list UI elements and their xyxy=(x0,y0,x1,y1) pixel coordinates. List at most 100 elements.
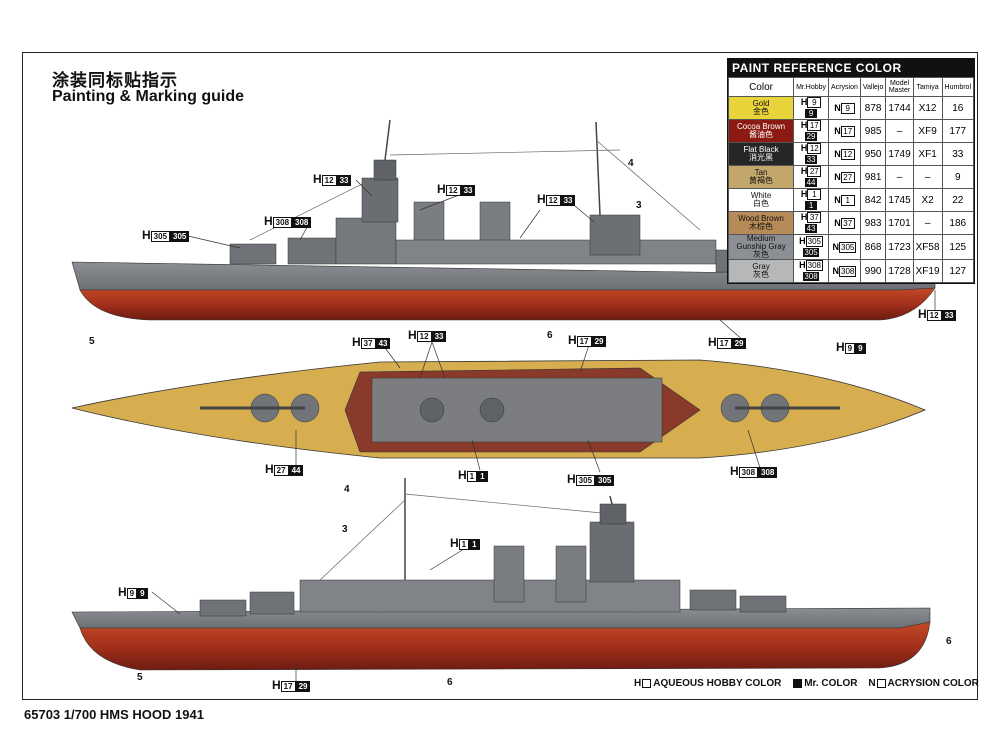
humbrol-code: 127 xyxy=(941,259,975,283)
model-master-code: – xyxy=(885,165,914,189)
vallejo-code: 990 xyxy=(859,259,887,283)
humbrol-code: 125 xyxy=(941,234,975,260)
part-number: 3 xyxy=(342,524,348,535)
model-master-code: 1723 xyxy=(885,234,914,260)
humbrol-code: 177 xyxy=(941,119,975,143)
color-name: Gray xyxy=(752,262,770,271)
part-number: 4 xyxy=(628,158,634,169)
col-header: Vallejo xyxy=(859,77,887,97)
model-master-code: 1744 xyxy=(885,96,914,120)
humbrol-code: 16 xyxy=(941,96,975,120)
tamiya-code: – xyxy=(912,211,943,235)
col-header: Acrysion xyxy=(828,77,861,97)
color-name-cn: 金色 xyxy=(753,107,770,116)
vallejo-code: 950 xyxy=(859,142,887,166)
color-name-cn: 灰色 xyxy=(753,250,770,259)
model-master-code: – xyxy=(885,119,914,143)
color-name: Flat Black xyxy=(743,145,779,154)
color-name: Medium Gunship Gray xyxy=(736,234,786,251)
legend-aqueous: AQUEOUS HOBBY COLOR xyxy=(653,678,782,689)
part-number: 4 xyxy=(344,484,350,495)
vallejo-code: 878 xyxy=(859,96,887,120)
side-view-port xyxy=(71,478,931,671)
product-footer: 65703 1/700 HMS HOOD 1941 xyxy=(24,707,204,722)
color-name: Wood Brown xyxy=(738,214,784,223)
color-name-cn: 酱油色 xyxy=(749,130,774,139)
col-header: Humbrol xyxy=(941,77,975,97)
paint-reference-table: PAINT REFERENCE COLOR Color Mr.Hobby Acr… xyxy=(727,58,975,284)
legend-acrysion: ACRYSION COLOR xyxy=(887,678,979,689)
part-number: 6 xyxy=(547,330,553,341)
page-title-chinese: 涂装同标贴指示 xyxy=(52,71,178,91)
color-name-cn: 灰色 xyxy=(753,270,770,279)
tamiya-code: XF1 xyxy=(912,142,943,166)
humbrol-code: 186 xyxy=(941,211,975,235)
color-name-cn: 白色 xyxy=(753,199,770,208)
col-header: Tamiya xyxy=(912,77,943,97)
color-name-cn: 消光黑 xyxy=(749,153,774,162)
color-name-cn: 黄褐色 xyxy=(749,176,774,185)
vallejo-code: 842 xyxy=(859,188,887,212)
tamiya-code: – xyxy=(912,165,943,189)
page-title: Painting & Marking guide xyxy=(52,88,245,105)
part-number: 3 xyxy=(636,200,642,211)
model-master-code: 1728 xyxy=(885,259,914,283)
vallejo-code: 983 xyxy=(859,211,887,235)
color-name: White xyxy=(750,191,772,200)
part-number: 6 xyxy=(447,677,453,688)
vallejo-code: 868 xyxy=(859,234,887,260)
vallejo-code: 985 xyxy=(859,119,887,143)
col-header: Color xyxy=(727,77,795,97)
model-master-code: 1701 xyxy=(885,211,914,235)
model-master-code: 1745 xyxy=(885,188,914,212)
color-name-cn: 木棕色 xyxy=(749,222,774,231)
tamiya-code: XF19 xyxy=(912,259,943,283)
tamiya-code: X12 xyxy=(912,96,943,120)
col-header: Mr.Hobby xyxy=(793,77,830,97)
humbrol-code: 22 xyxy=(941,188,975,212)
humbrol-code: 33 xyxy=(941,142,975,166)
color-name: Tan xyxy=(754,168,768,177)
sheet-border xyxy=(22,52,978,700)
